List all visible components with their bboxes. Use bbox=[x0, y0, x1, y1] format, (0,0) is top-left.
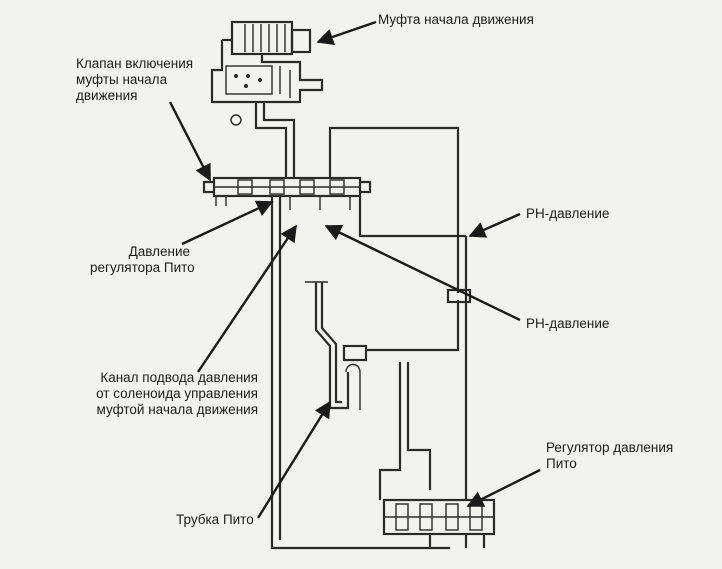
label-rh-pressure-top: РН-давление bbox=[526, 206, 610, 221]
clutch-valve-drawing bbox=[202, 176, 372, 210]
label-start-clutch: Муфта начала движения bbox=[378, 12, 534, 27]
leader-arrows bbox=[168, 20, 541, 519]
label-clutch-valve: Клапан включения муфты начала движения bbox=[76, 56, 194, 103]
label-pitot-regulator: Регулятор давления Пито bbox=[546, 440, 674, 471]
label-pitot-regulator-pressure: Давление регулятора Пито bbox=[90, 244, 195, 275]
pitot-tube-drawing bbox=[305, 281, 368, 410]
pitot-regulator-drawing bbox=[382, 498, 496, 548]
label-rh-pressure-bottom: РН-давление bbox=[526, 316, 610, 331]
label-pitot-tube: Трубка Пито bbox=[176, 512, 254, 527]
label-solenoid-channel: Канал подвода давления от соленоида упра… bbox=[96, 370, 258, 417]
start-clutch-drawing bbox=[210, 20, 324, 126]
